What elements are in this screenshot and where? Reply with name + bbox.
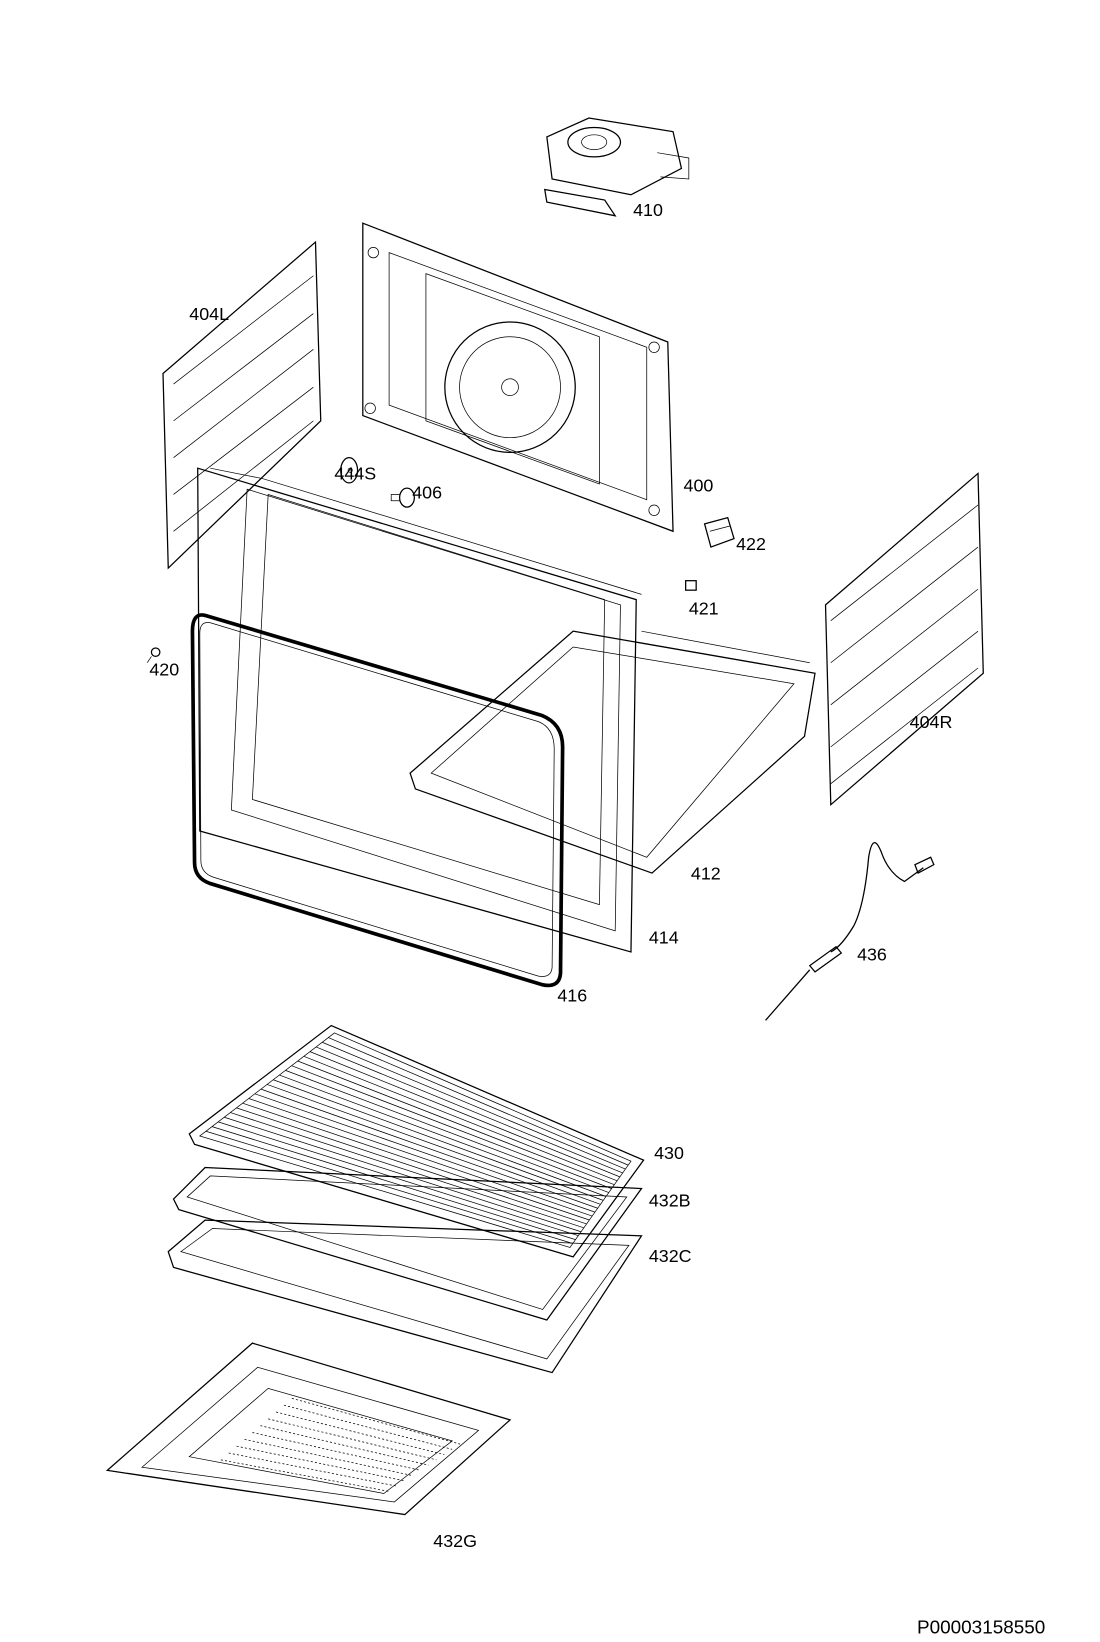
grill-bar [242,1102,590,1221]
label-404L: 404L [189,304,229,324]
label-436: 436 [857,944,887,964]
perforation-row [244,1438,413,1476]
grill-bar [291,1065,612,1189]
perforation-row [260,1425,429,1466]
label-422: 422 [736,534,766,554]
label-400: 400 [684,475,714,495]
grill-bar [260,1088,598,1209]
label-410: 410 [633,200,663,220]
grill-bar [297,1060,615,1186]
part-410-fan-motor [543,117,690,217]
part-414-cavity-frame [197,467,642,953]
grill-bar [266,1084,601,1205]
part-420-screw [146,647,161,663]
label-432B: 432B [649,1190,691,1210]
part-444S-washer [340,457,359,484]
label-412: 412 [691,863,721,883]
perforation-row [283,1404,453,1450]
part-406-plug [390,487,415,508]
label-444S: 444S [334,464,376,484]
part-400-back-panel [362,222,674,533]
part-432B-baking-tray [172,1166,643,1321]
part-430-wire-shelf [188,1024,645,1258]
grill-bar [273,1079,604,1201]
label-430: 430 [654,1143,684,1163]
part-432G-perforated-pan [105,1342,512,1516]
part-416-door-seal [190,613,565,988]
drawing-code: P00003158550 [917,1617,1045,1638]
grill-bar [303,1055,618,1182]
grill-bar [218,1121,579,1237]
grill-bar [328,1037,629,1166]
grill-bar [322,1041,626,1170]
perforation-row [220,1459,390,1492]
grill-bar [236,1107,587,1225]
part-422-connector [703,516,735,548]
grill-bar [230,1112,584,1229]
perforation-row [252,1432,421,1471]
part-421-screw [685,580,697,591]
perforation-row [275,1411,445,1455]
grill-bar [279,1074,607,1197]
perforation-row [268,1418,437,1461]
part-412-cavity-floor-frame [409,630,816,874]
label-416: 416 [557,985,587,1005]
perforation-row [236,1445,405,1482]
grill-bar [248,1098,593,1217]
grill-bar [285,1070,609,1193]
label-432C: 432C [649,1246,692,1266]
grill-bar [205,1130,573,1244]
perforation-row [228,1452,398,1487]
part-436-meat-probe [765,842,935,1021]
part-432C-deep-tray [167,1219,643,1374]
label-432G: 432G [433,1531,477,1551]
grill-bar [315,1046,623,1174]
part-404L-left-shelf-rack [162,240,322,570]
part-404R-right-shelf-rack [824,472,984,807]
grill-bar [224,1116,582,1233]
grill-bar [211,1126,576,1240]
label-414: 414 [649,928,679,948]
grill-bar [309,1051,621,1178]
label-404R: 404R [910,712,953,732]
grill-bar [254,1093,596,1213]
label-421: 421 [689,598,719,618]
label-406: 406 [412,483,442,503]
label-420: 420 [149,659,179,679]
